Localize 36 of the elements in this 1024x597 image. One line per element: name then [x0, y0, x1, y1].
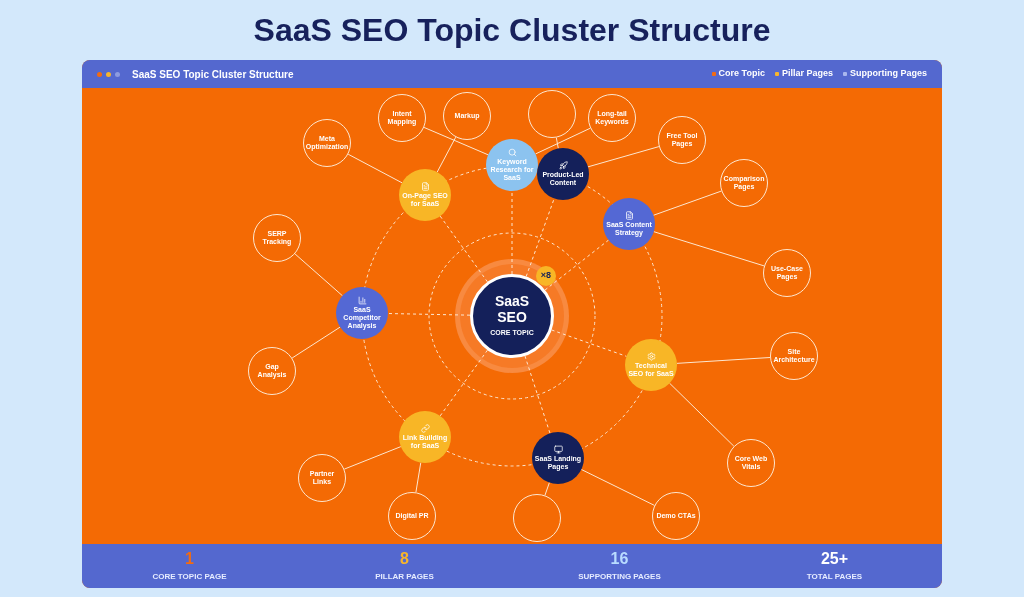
- connector-line: [653, 190, 722, 216]
- connector-line: [587, 146, 660, 168]
- connector-line: [347, 153, 403, 184]
- dashed-connector: [387, 313, 471, 316]
- stat-number: 16: [610, 549, 629, 568]
- legend-label: Pillar Pages: [781, 67, 833, 81]
- connector-line: [436, 136, 457, 173]
- core-topic-title: SaaS SEO: [493, 293, 531, 326]
- connector-line: [544, 482, 550, 496]
- connector-line: [343, 446, 402, 470]
- dashed-connector: [544, 239, 610, 291]
- stat-number: 25+: [820, 549, 849, 568]
- connector-line: [676, 357, 771, 364]
- connector-line: [580, 468, 655, 506]
- dashed-connector: [511, 190, 513, 275]
- stat-label: SUPPORTING PAGES: [578, 570, 661, 583]
- stat-label: CORE TOPIC PAGE: [152, 570, 227, 583]
- dashed-connector: [439, 349, 488, 417]
- dashed-connector: [439, 215, 488, 283]
- stat-number: 1: [185, 549, 194, 568]
- connector-line: [669, 382, 735, 447]
- count-badge: ×8: [536, 266, 556, 286]
- stat-number: 8: [400, 549, 409, 568]
- legend-label: Supporting Pages: [850, 67, 927, 81]
- connector-line: [291, 326, 341, 359]
- connector-line: [423, 126, 489, 156]
- page-title: SaaS SEO Topic Cluster Structure: [252, 11, 772, 50]
- legend-label: Core Topic: [718, 67, 765, 81]
- connector-line: [653, 231, 765, 267]
- stat-label: TOTAL PAGES: [806, 570, 863, 583]
- connector-line: [415, 462, 422, 493]
- stat-label: PILLAR PAGES: [375, 570, 434, 583]
- connector-line: [294, 253, 343, 297]
- connector-line: [555, 137, 559, 149]
- header-title: SaaS SEO Topic Cluster Structure: [132, 67, 294, 82]
- connector-line: [535, 127, 591, 155]
